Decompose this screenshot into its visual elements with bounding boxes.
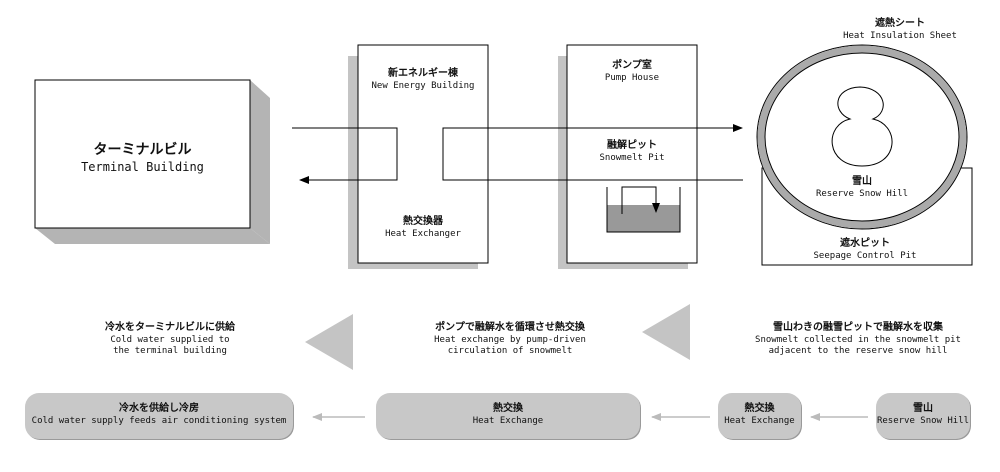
heat-exchanger-en: Heat Exchanger [385, 228, 461, 239]
energy-building-label: 新エネルギー棟 New Energy Building [358, 68, 488, 92]
pump-house-en: Pump House [604, 72, 660, 83]
step-1-jp: 冷水をターミナルビルに供給 [105, 322, 235, 333]
flow-heat-exchange-en: Heat Exchange [472, 415, 544, 426]
seepage-pit-jp: 遮水ピット [840, 238, 890, 249]
snow-hill-label: 雪山 Reserve Snow Hill [800, 176, 924, 200]
flow-pill-heat-exchange-small [718, 393, 801, 439]
snowmelt-pit [606, 187, 681, 233]
flow-heat-exchange-jp: 熱交換 [493, 403, 523, 414]
seepage-pit-label: 遮水ピット Seepage Control Pit [790, 238, 940, 262]
flow-heat-exchange-small-en: Heat Exchange [724, 415, 795, 426]
energy-building-jp: 新エネルギー棟 [388, 68, 458, 79]
insulation-sheet-jp: 遮熱シート [875, 18, 925, 29]
step-2: ポンプで融解水を循環させ熱交換 Heat exchange by pump-dr… [410, 322, 610, 357]
seepage-pit-en: Seepage Control Pit [813, 250, 917, 261]
step-arrow-left-1 [305, 314, 353, 370]
pump-house-label: ポンプ室 Pump House [567, 60, 697, 84]
step-1: 冷水をターミナルビルに供給 Cold water supplied to the… [70, 322, 270, 357]
step-1-en2: the terminal building [113, 345, 227, 356]
step-arrow-left-2 [642, 304, 690, 360]
insulation-sheet-en: Heat Insulation Sheet [843, 30, 957, 41]
step-3-en2: adjacent to the reserve snow hill [768, 345, 948, 356]
flow-pill-snow-hill [876, 393, 970, 439]
step-3-jp: 雪山わきの融雪ピットで融解水を収集 [773, 322, 943, 333]
flow-pill-cooling [25, 393, 293, 439]
pump-house-box [558, 44, 698, 269]
heat-exchanger-jp: 熱交換器 [403, 216, 443, 227]
step-2-en1: Heat exchange by pump-driven [434, 334, 586, 345]
flow-snow-hill-label: 雪山 Reserve Snow Hill [876, 403, 970, 427]
snowmelt-pit-en: Snowmelt Pit [599, 152, 665, 163]
terminal-jp: ターミナルビル [93, 142, 192, 158]
terminal-building-box [34, 79, 270, 244]
flow-heat-exchange-small-label: 熱交換 Heat Exchange [718, 403, 801, 427]
step-3-en1: Snowmelt collected in the snowmelt pit [755, 334, 961, 345]
snowmelt-pit-label: 融解ピット Snowmelt Pit [567, 140, 697, 164]
energy-building-box [348, 44, 489, 269]
step-2-jp: ポンプで融解水を循環させ熱交換 [435, 322, 585, 333]
snow-hill [756, 44, 968, 230]
flow-heat-exchange-label: 熱交換 Heat Exchange [376, 403, 640, 427]
terminal-en: Terminal Building [81, 159, 204, 174]
pipe-lines [292, 124, 743, 214]
insulation-sheet-label: 遮熱シート Heat Insulation Sheet [815, 18, 985, 42]
step-2-en2: circulation of snowmelt [447, 345, 573, 356]
snowmelt-pit-jp: 融解ピット [607, 140, 657, 151]
terminal-label: ターミナルビル Terminal Building [35, 142, 250, 175]
flow-heat-exchange-small-jp: 熱交換 [744, 403, 775, 414]
pump-house-jp: ポンプ室 [612, 60, 652, 71]
flow-cooling-jp: 冷水を供給し冷房 [119, 403, 199, 414]
step-1-en1: Cold water supplied to [110, 334, 230, 345]
flow-snow-hill-jp: 雪山 [913, 403, 933, 414]
energy-building-en: New Energy Building [371, 80, 475, 91]
flow-pill-heat-exchange [376, 393, 640, 439]
snow-hill-jp: 雪山 [852, 176, 872, 187]
flow-cooling-en: Cold water supply feeds air conditioning… [31, 415, 287, 426]
snow-hill-en: Reserve Snow Hill [815, 188, 909, 199]
flow-cooling-label: 冷水を供給し冷房 Cold water supply feeds air con… [25, 403, 293, 427]
step-3: 雪山わきの融雪ピットで融解水を収集 Snowmelt collected in … [738, 322, 978, 357]
flow-snow-hill-en: Reserve Snow Hill [876, 415, 970, 426]
heat-exchanger-label: 熱交換器 Heat Exchanger [358, 216, 488, 240]
